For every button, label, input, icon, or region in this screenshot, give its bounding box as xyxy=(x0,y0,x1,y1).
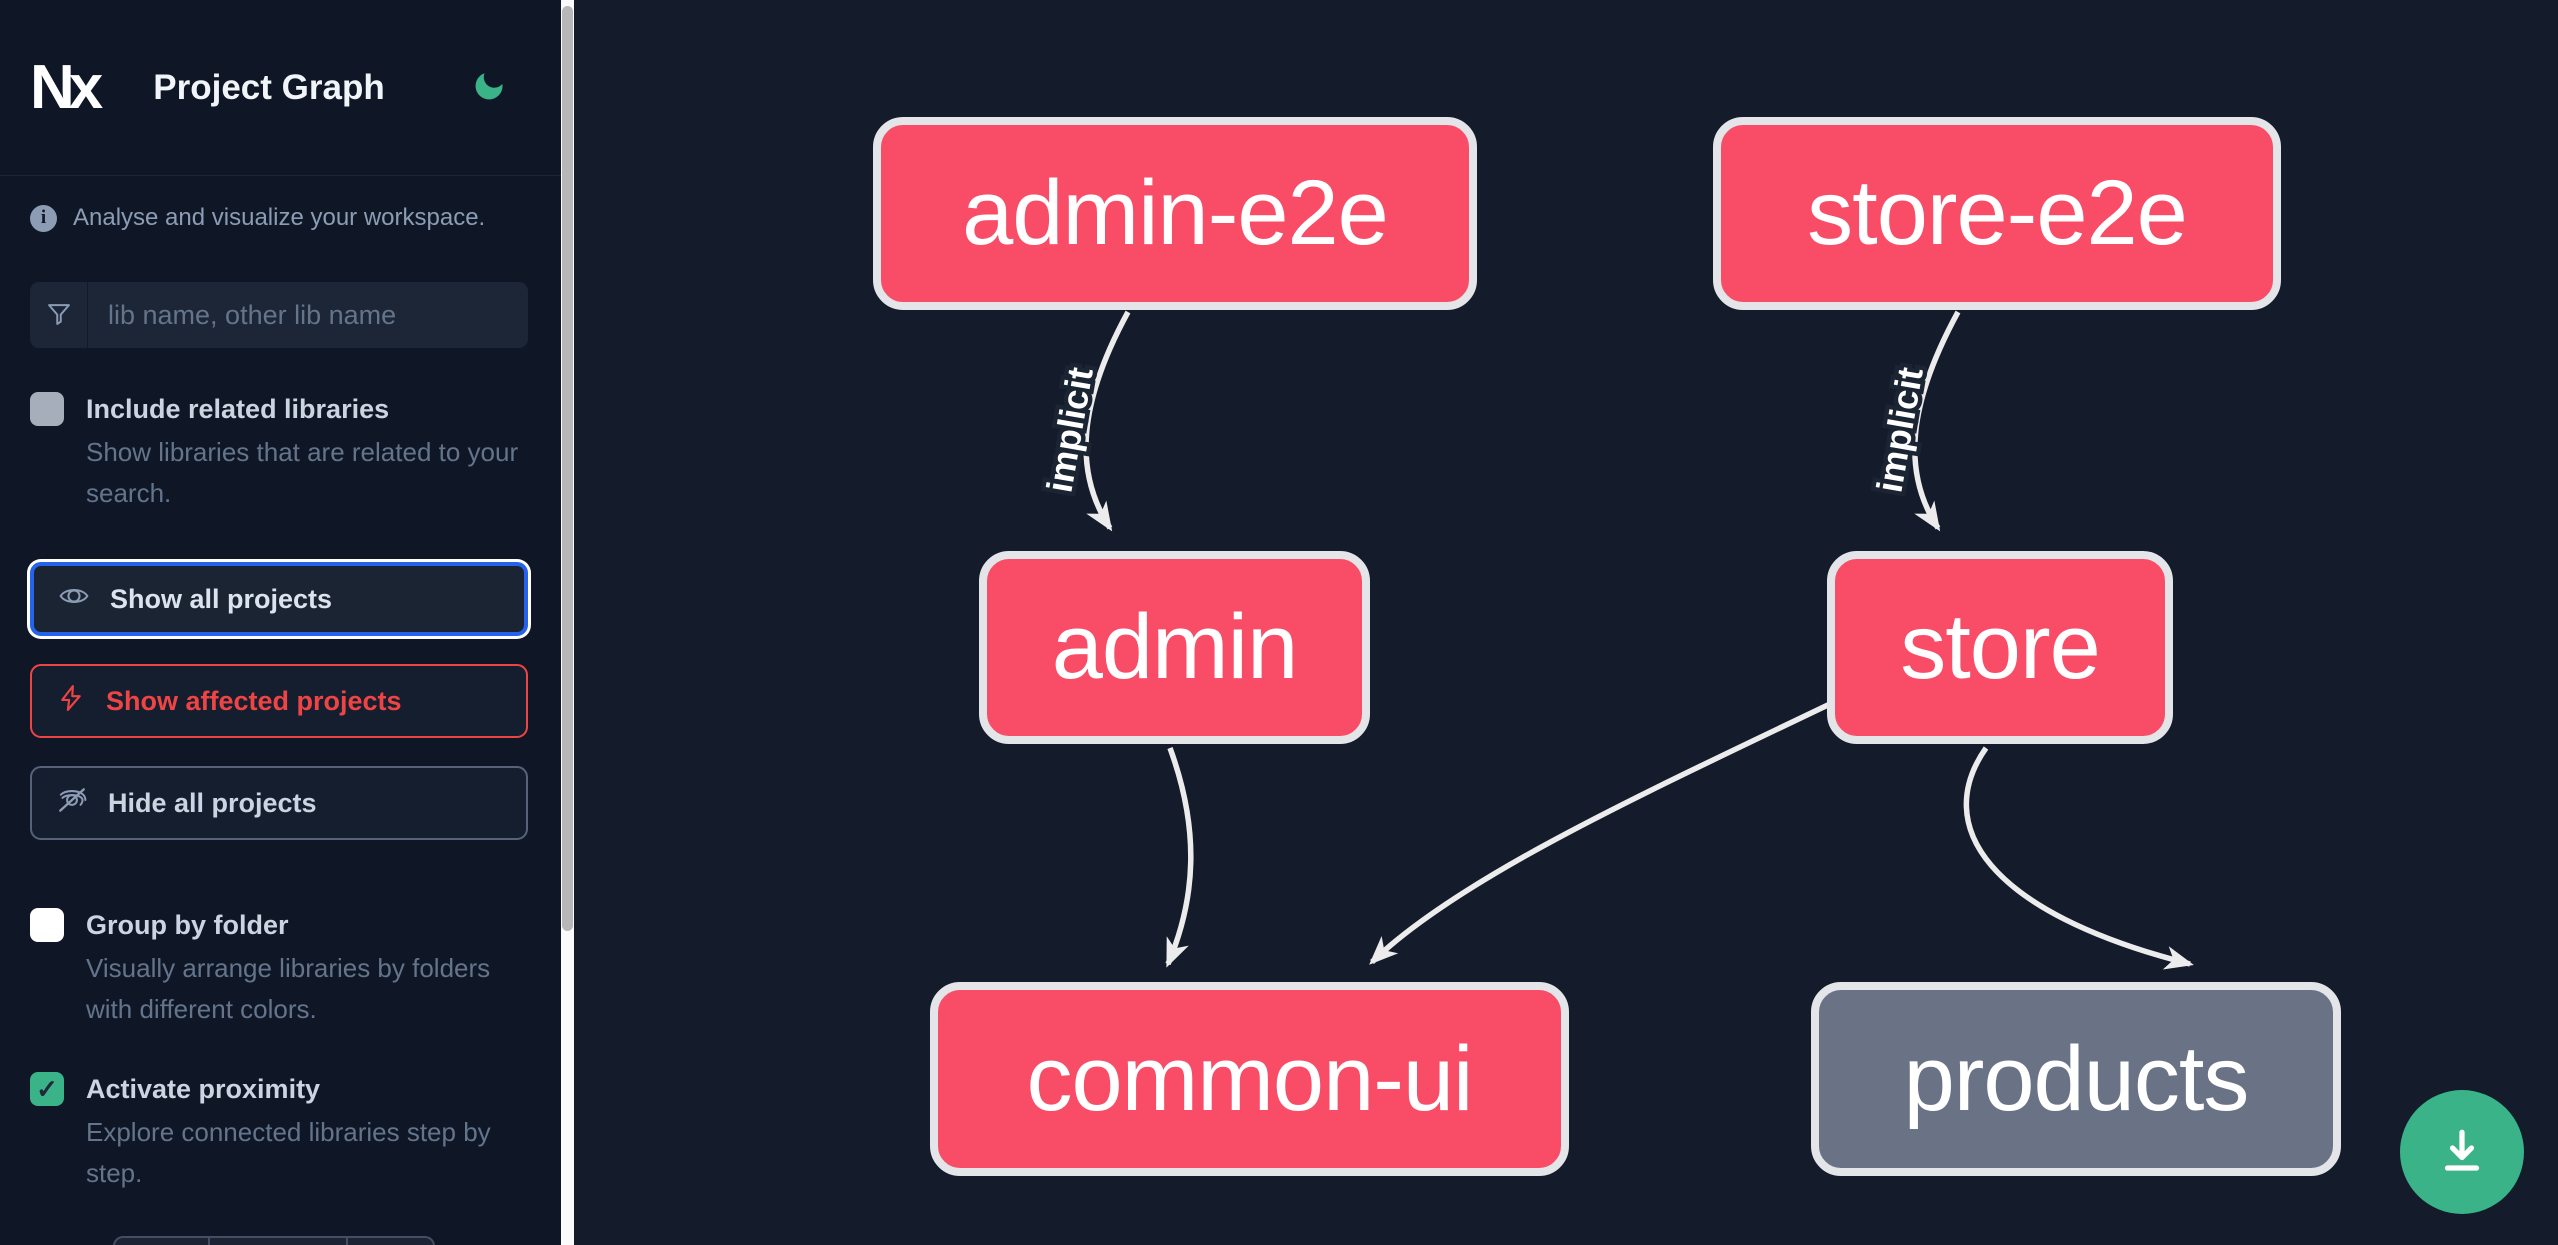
dark-mode-toggle[interactable] xyxy=(469,68,509,108)
bolt-icon xyxy=(56,683,86,720)
edge-store-to-common-ui[interactable] xyxy=(1369,701,1832,965)
edge-label-implicit-store: implicit xyxy=(1869,364,1931,495)
sidebar-scrollbar[interactable] xyxy=(561,0,574,1245)
workspace-tagline-row: i Analyse and visualize your workspace. xyxy=(0,204,561,232)
graph-node-store-e2e[interactable]: store-e2e xyxy=(1713,117,2281,310)
sidebar-header: Nx Project Graph xyxy=(0,0,561,176)
proximity-depth-control[interactable] xyxy=(113,1236,435,1245)
show-all-projects-button[interactable]: Show all projects xyxy=(30,562,528,636)
show-affected-projects-button[interactable]: Show affected projects xyxy=(30,664,528,738)
nx-logo: Nx xyxy=(30,53,103,122)
page-title: Project Graph xyxy=(153,67,385,107)
include-related-toggle-row: Include related libraries Show libraries… xyxy=(0,392,561,514)
show-affected-projects-label: Show affected projects xyxy=(106,685,402,716)
activate-proximity-toggle-row: ✓ Activate proximity Explore connected l… xyxy=(0,1072,561,1194)
eye-icon xyxy=(58,580,90,619)
edge-store-e2e-to-store[interactable] xyxy=(1912,310,1961,532)
group-by-folder-label: Group by folder xyxy=(86,910,289,940)
activate-proximity-label: Activate proximity xyxy=(86,1074,321,1104)
edge-admin-to-common-ui[interactable] xyxy=(1165,747,1194,968)
sidebar: Nx Project Graph i Analyse and visualize… xyxy=(0,0,561,1245)
depth-decrement-segment[interactable] xyxy=(115,1238,210,1245)
group-by-folder-toggle-row: Group by folder Visually arrange librari… xyxy=(0,908,561,1030)
group-by-folder-checkbox[interactable] xyxy=(30,908,64,942)
checkmark-icon: ✓ xyxy=(36,1073,58,1104)
group-by-folder-description: Visually arrange libraries by folders wi… xyxy=(86,953,491,1024)
show-all-projects-label: Show all projects xyxy=(110,583,333,614)
activate-proximity-checkbox[interactable]: ✓ xyxy=(30,1072,64,1106)
include-related-checkbox[interactable] xyxy=(30,392,64,426)
moon-icon xyxy=(471,73,507,107)
dependency-edges: implicit implicit xyxy=(1034,310,2194,970)
edge-store-to-products[interactable] xyxy=(1963,746,2194,970)
graph-node-common-ui[interactable]: common-ui xyxy=(930,982,1569,1176)
include-related-description: Show libraries that are related to your … xyxy=(86,437,519,508)
include-related-label: Include related libraries xyxy=(86,394,390,424)
filter-funnel-icon xyxy=(30,282,88,348)
edge-admin-e2e-to-admin[interactable] xyxy=(1083,310,1131,532)
download-graph-button[interactable] xyxy=(2400,1090,2524,1214)
download-icon xyxy=(2432,1121,2492,1184)
search-input[interactable] xyxy=(88,282,528,348)
graph-node-store[interactable]: store xyxy=(1827,551,2173,744)
depth-value-segment xyxy=(210,1238,348,1245)
info-icon: i xyxy=(30,204,57,232)
depth-increment-segment[interactable] xyxy=(348,1238,433,1245)
graph-node-admin[interactable]: admin xyxy=(979,551,1370,744)
hide-all-projects-button[interactable]: Hide all projects xyxy=(30,766,528,840)
project-visibility-buttons: Show all projects Show affected projects xyxy=(30,562,531,840)
activate-proximity-description: Explore connected libraries step by step… xyxy=(86,1117,491,1188)
workspace-tagline: Analyse and visualize your workspace. xyxy=(73,204,486,231)
project-filter-search xyxy=(30,282,528,348)
scrollbar-thumb[interactable] xyxy=(562,6,573,931)
graph-node-admin-e2e[interactable]: admin-e2e xyxy=(873,117,1477,310)
eye-off-icon xyxy=(56,784,88,823)
hide-all-projects-label: Hide all projects xyxy=(108,787,317,818)
project-graph-canvas[interactable]: implicit implicit admin-e2e store-e2e ad… xyxy=(574,0,2558,1245)
graph-node-products[interactable]: products xyxy=(1811,982,2341,1176)
